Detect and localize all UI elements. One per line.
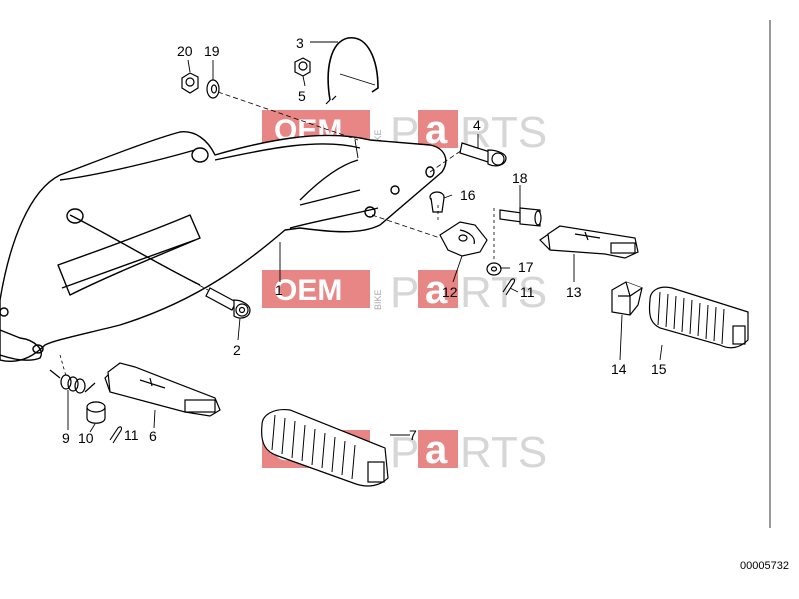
label-part-1: 1 [275,282,283,298]
watermark-a-text: a [425,108,448,152]
footpeg-13 [539,225,639,259]
watermark-bike-text: BIKE [373,129,383,150]
label-part-3: 3 [296,35,304,51]
label-part-11-upper: 11 [520,284,535,300]
bushing-10 [86,401,106,424]
rubber-cap-14 [611,281,643,316]
washer-19 [206,79,220,99]
footrest-rubber-15 [648,286,749,349]
watermark-top: OEM BIKE P a RTS [262,108,547,157]
watermark-middle: OEM BIKE P a RTS [262,268,547,317]
label-part-10: 10 [78,430,94,446]
leader-lines [67,41,663,436]
label-part-7: 7 [409,427,417,443]
bolt-18 [499,207,542,227]
circlip-3 [327,37,379,101]
label-part-19: 19 [204,43,220,59]
part-labels: 3 5 20 19 4 16 18 17 11 12 13 14 15 1 2 … [62,35,667,446]
bolt-2 [205,287,251,319]
label-part-15: 15 [651,361,667,377]
watermark-a-text: a [425,428,448,472]
label-part-12: 12 [442,284,458,300]
bolt-4 [459,142,507,167]
label-part-9: 9 [62,430,70,446]
reference-lines [59,73,495,377]
watermark-p-text: P [390,268,419,317]
watermark-a-text: a [425,268,448,312]
spring-9 [49,369,96,394]
split-pin-11-lower [109,426,123,444]
split-pin-11-upper [502,278,516,296]
label-part-20: 20 [177,43,193,59]
footrest-bracket [0,131,447,362]
watermark-rts-text: RTS [460,428,547,477]
pin-16 [429,191,445,213]
catalog-number: 00005732 [740,560,789,572]
nut-20 [181,72,199,94]
label-part-17: 17 [518,259,534,275]
label-part-6: 6 [149,428,157,444]
label-part-13: 13 [566,284,582,300]
label-part-5: 5 [298,88,306,104]
nut-5 [294,57,311,77]
footrest-rubber-7 [261,409,389,487]
label-part-2: 2 [233,342,241,358]
watermark-oem-text: OEM [274,274,342,307]
washer-17 [486,262,502,276]
watermark-bike-text: BIKE [373,289,383,310]
label-part-16: 16 [460,187,476,203]
label-part-11-lower: 11 [124,427,139,443]
watermark-p-text: P [390,428,419,477]
circlip-end [325,95,337,105]
footpeg-6 [104,362,221,417]
bracket-12 [439,221,488,257]
label-part-14: 14 [611,361,627,377]
watermark-rts-text: RTS [460,268,547,317]
label-part-18: 18 [512,170,528,186]
label-part-4: 4 [473,117,481,133]
